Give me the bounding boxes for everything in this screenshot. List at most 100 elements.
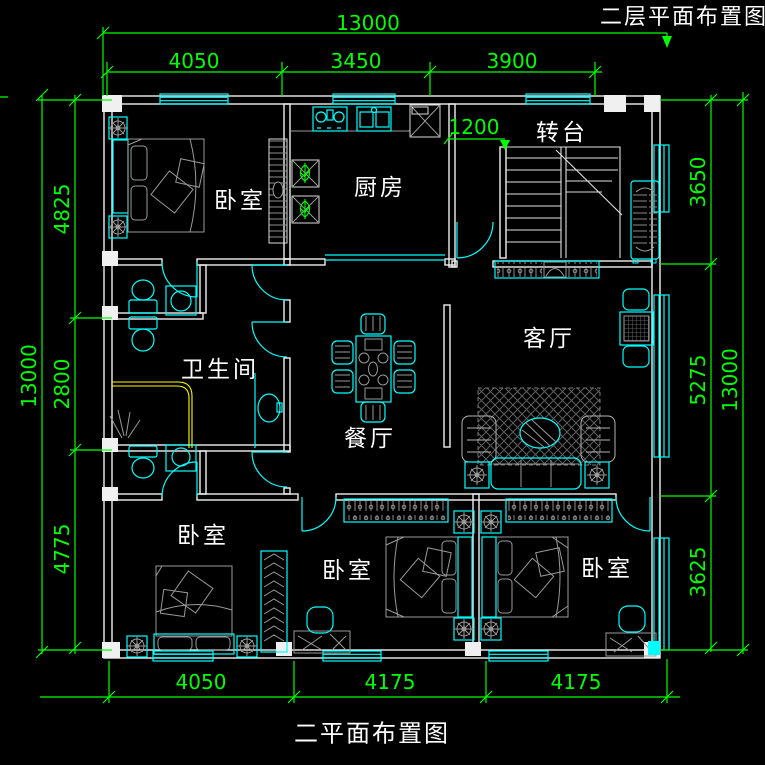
lamp-icon (236, 635, 258, 657)
dim-right-seg-2: 5275 (686, 354, 710, 406)
kitchen-fixtures (290, 104, 441, 224)
dim-right-seg-3: 3625 (686, 546, 710, 598)
door-stairs (456, 221, 494, 259)
bed (127, 138, 205, 233)
window-top-stairs (525, 93, 591, 105)
bed (385, 536, 459, 618)
title-leader-arrow (662, 36, 672, 48)
window-right-living (653, 294, 670, 458)
opening-kitchen (325, 254, 445, 261)
desk (293, 630, 351, 654)
wardrobe (343, 498, 449, 523)
corner-counter (409, 104, 441, 138)
side-cabinet (630, 180, 660, 264)
dim-stair-width: 1200 (448, 115, 500, 139)
staircase (500, 146, 623, 258)
room-label-bathroom: 卫生间 (181, 357, 259, 383)
lamp-icon (453, 511, 475, 533)
room-label-bedroom-top-left: 卧室 (214, 188, 266, 214)
bedroom-bottom-right-furniture (480, 498, 660, 657)
dimension-lines (0, 26, 750, 704)
bedroom-top-left-furniture (107, 116, 288, 244)
sink-lower (165, 444, 197, 472)
dining-table (355, 335, 392, 403)
drawing-title-top: 二层平面布置图 (599, 5, 765, 30)
toilet-upper (128, 279, 158, 314)
window-top-kitchen (332, 93, 396, 105)
bed (495, 536, 569, 618)
room-label-kitchen: 厨房 (354, 175, 406, 201)
window-bottom-middle (322, 650, 382, 662)
dim-bottom-seg-2: 4175 (364, 670, 416, 694)
lamp-icon (126, 635, 148, 657)
tv-cabinet (494, 260, 600, 279)
desk (605, 632, 657, 657)
room-label-stair-hall: 转台 (536, 120, 588, 146)
dim-left-seg-1: 4825 (50, 183, 74, 235)
dim-bottom-seg-1: 4050 (175, 670, 227, 694)
dim-bottom-seg-3: 4175 (550, 670, 602, 694)
stair-break-line (555, 149, 623, 216)
door-bedroom-bottom-middle (301, 496, 337, 532)
wardrobe (260, 550, 288, 653)
toilet-middle (128, 316, 158, 352)
dim-right-overall: 13000 (718, 348, 742, 412)
sink-upper (165, 285, 197, 316)
stove (312, 106, 348, 132)
bedroom-bottom-middle-furniture (293, 498, 475, 654)
bedroom-bottom-left-furniture (126, 550, 288, 658)
door-bathroom (251, 321, 288, 358)
vanity-counter (254, 373, 283, 448)
kitchen-sink (356, 106, 392, 132)
dim-top-seg-1: 4050 (168, 49, 220, 73)
lamp-icon (466, 464, 488, 486)
lamp-icon (453, 618, 475, 640)
bed (155, 565, 233, 637)
door-bedroom-bottom-left (161, 461, 198, 498)
dim-right-seg-1: 3650 (686, 156, 710, 208)
bed-headboard (112, 139, 129, 214)
window-top-bedroom (159, 93, 229, 105)
bed-headboard (457, 536, 473, 618)
dining-set (331, 313, 416, 423)
dim-left-overall: 13000 (17, 344, 41, 408)
wardrobe (505, 498, 613, 523)
plant-icon (299, 163, 311, 219)
shower-curtain-line (112, 381, 193, 448)
room-label-dining-room: 餐厅 (344, 426, 396, 452)
toilet-lower (128, 445, 158, 479)
room-label-bedroom-bottom-middle: 卧室 (322, 558, 374, 584)
lamp-icon (480, 618, 502, 640)
dining-plates (358, 338, 389, 400)
dimension-arrows (500, 36, 672, 150)
lamp-icon (107, 117, 129, 139)
bed-headboard (153, 633, 235, 655)
light-burst-symbol (109, 409, 141, 439)
doors (161, 221, 651, 532)
planter-box (291, 195, 320, 224)
dim-top-overall: 13000 (336, 11, 400, 35)
dim-top-seg-2: 3450 (330, 49, 382, 73)
lamp-icon (480, 511, 502, 533)
dim-left-seg-2: 2800 (50, 358, 74, 410)
window-bottom-right (488, 650, 549, 662)
door-bedroom-bottom-right (615, 496, 651, 532)
planter-box (291, 159, 320, 188)
door-wc-upper (251, 264, 288, 301)
bed-headboard (481, 536, 497, 618)
desk-chair (306, 606, 334, 634)
room-label-living-room: 客厅 (523, 326, 575, 352)
door-bedroom-top-left (161, 261, 198, 298)
wardrobe (268, 138, 288, 244)
room-label-bedroom-bottom-left: 卧室 (177, 523, 229, 549)
dining-chairs (331, 313, 416, 423)
lamp-icon (107, 216, 129, 238)
sofa-side-table (464, 461, 610, 489)
lamp-icon (586, 464, 608, 486)
door-wc-lower (251, 451, 288, 488)
coffee-table (519, 417, 561, 449)
bathroom-fixtures (128, 279, 283, 479)
living-room-furniture (461, 180, 660, 490)
